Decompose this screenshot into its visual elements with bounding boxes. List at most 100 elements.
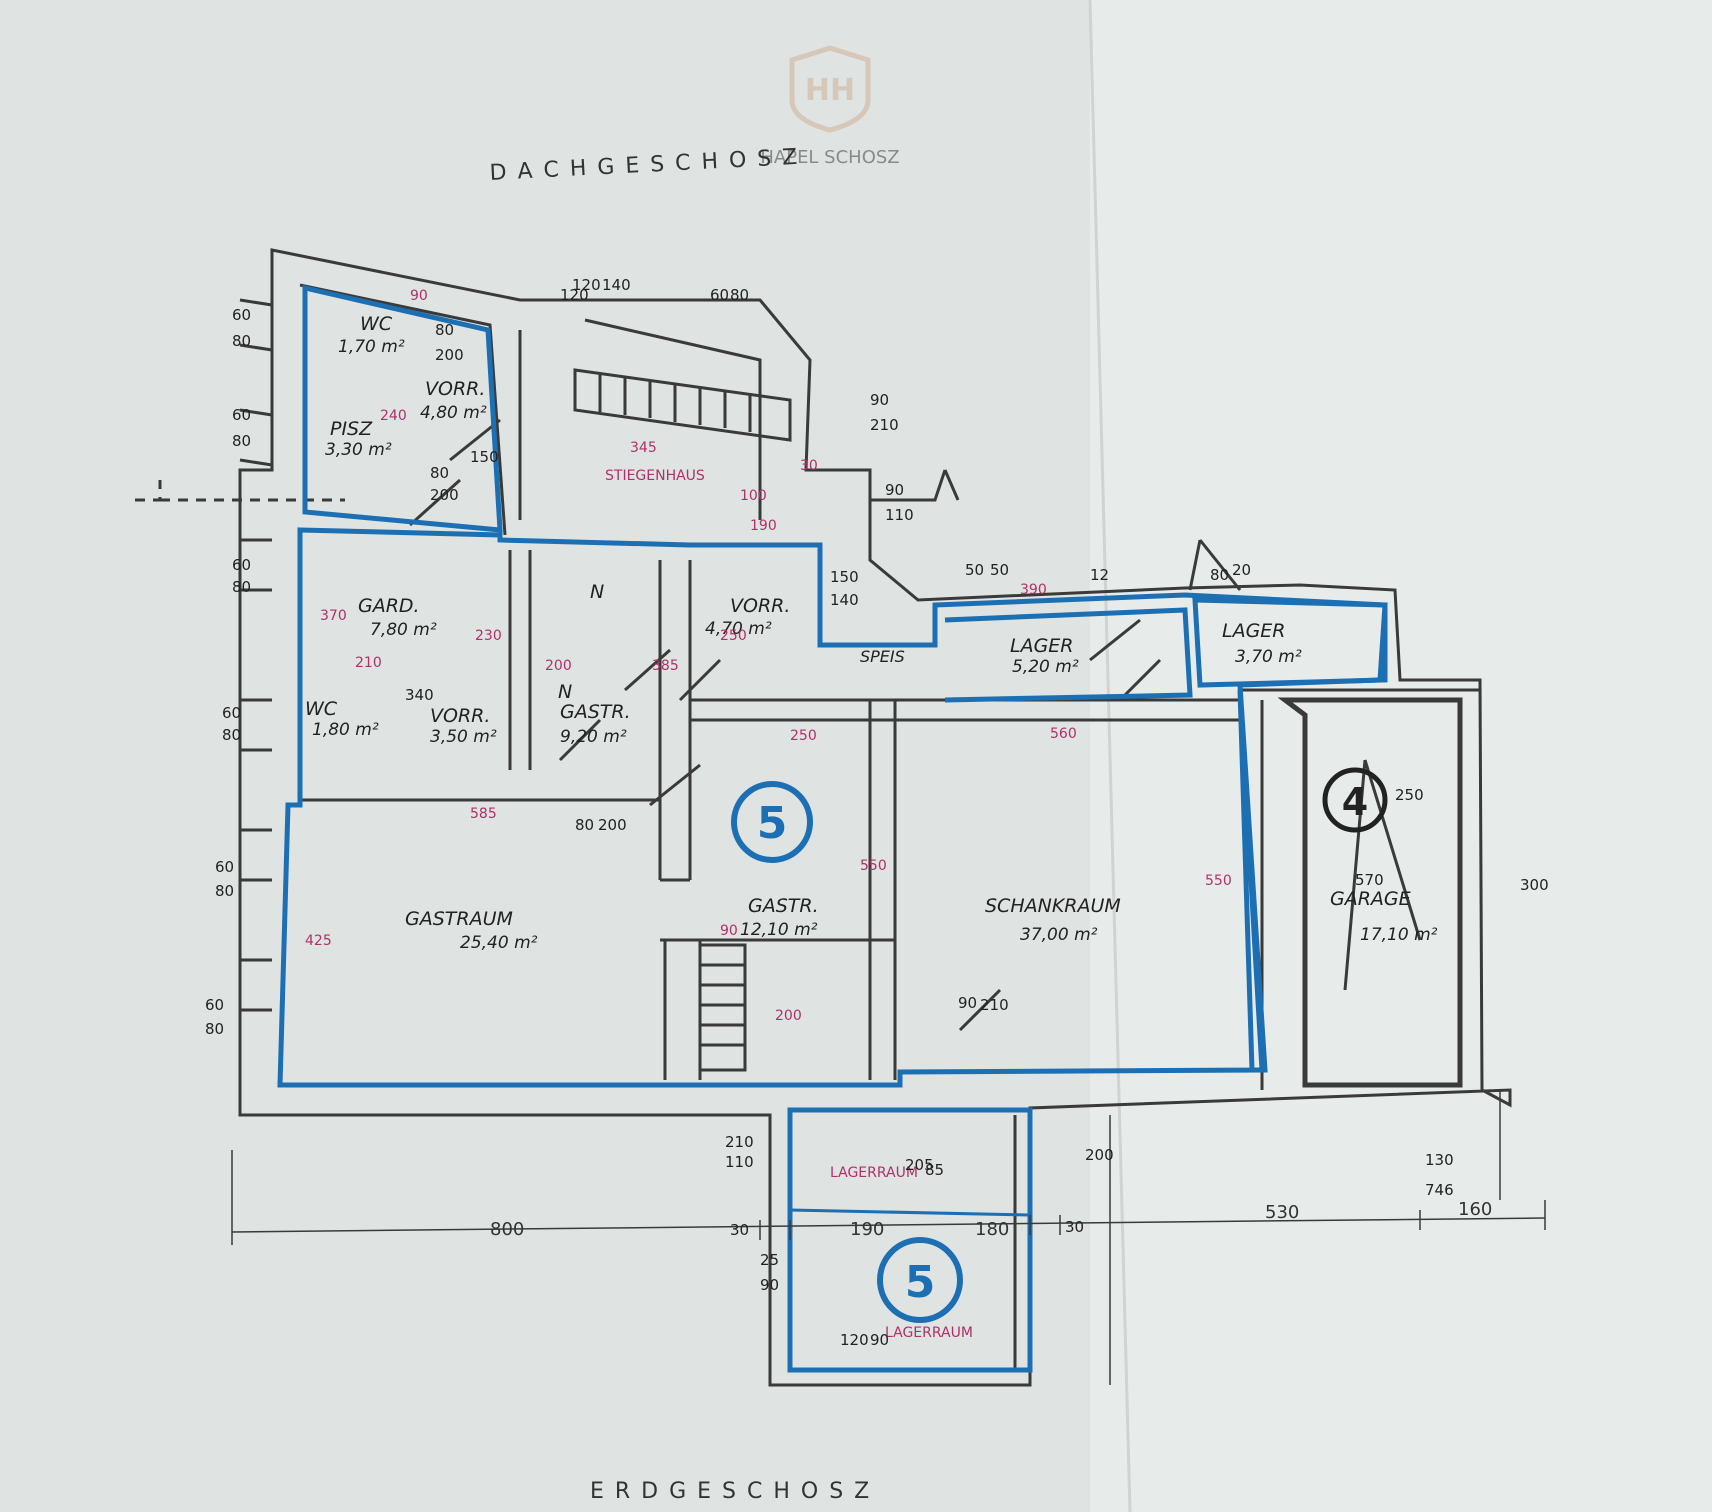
dim-label: 150 [830, 568, 859, 586]
room-area: 4,80 m² [420, 403, 487, 423]
dim-label: 60 [710, 286, 729, 304]
dim-label: 120 [572, 276, 601, 294]
paper-fold-right [1090, 0, 1712, 1512]
unit-badge-5-main: 5 [731, 781, 813, 863]
dim-label: 110 [725, 1153, 754, 1171]
dim-label: 100 [740, 488, 767, 504]
dim-label: 200 [545, 658, 572, 674]
room-area: 7,80 m² [370, 620, 437, 640]
dim-label: 120 [560, 286, 589, 304]
dim-label: 190 [750, 518, 777, 534]
dim-label: 300 [1520, 876, 1549, 894]
room-name: VORR. [730, 595, 790, 617]
dim-label: 12 [1090, 566, 1109, 584]
dim-window: 60 [205, 996, 224, 1014]
dim-label: 90 [410, 288, 428, 304]
dim-label: 110 [885, 506, 914, 524]
dim-label: 385 [652, 658, 679, 674]
window-dimension-labels: 60 80 60 80 60 80 60 80 60 80 60 80 [205, 306, 251, 1038]
watermark-text: HAPEL SCHOSZ [760, 147, 899, 168]
dim-label: 345 [630, 440, 657, 456]
paper-fold-line [1088, 0, 1132, 1512]
dim-label: 90 [760, 1276, 779, 1294]
dim-label: 85 [925, 1161, 944, 1179]
dim-label: 390 [1020, 582, 1047, 598]
dim-label: 585 [470, 806, 497, 822]
dim-label: 140 [830, 591, 859, 609]
dim-label: 50 [965, 561, 984, 579]
dim-label: 210 [870, 416, 899, 434]
dimension-labels: 800 30 190 180 30 530 160 [490, 1199, 1492, 1240]
room-area: 12,10 m² [740, 920, 818, 940]
room-area: 1,70 m² [338, 337, 405, 357]
dim-label: 250 [1395, 786, 1424, 804]
room-name: VORR. [430, 705, 490, 727]
dim-window: 60 [215, 858, 234, 876]
unit-badge-4-garage: 4 [1322, 767, 1388, 833]
dim-label: 200 [598, 816, 627, 834]
dim-bottom: 160 [1458, 1199, 1492, 1220]
dim-label: 550 [1205, 873, 1232, 889]
dim-label: 140 [602, 276, 631, 294]
dim-label: 90 [885, 481, 904, 499]
dim-label: 90 [720, 923, 738, 939]
dim-label: 80 [435, 321, 454, 339]
room-name: WC [305, 698, 338, 720]
room-area: 17,10 m² [1360, 925, 1438, 945]
room-name: GASTRAUM [405, 908, 513, 930]
svg-text:HH: HH [805, 73, 855, 108]
room-area: 3,30 m² [325, 440, 392, 460]
dim-window: 80 [232, 332, 251, 350]
dim-bottom: 800 [490, 1219, 524, 1240]
dim-bottom: 30 [1065, 1218, 1084, 1236]
room-name: GASTR. [748, 895, 819, 917]
dim-label: 200 [1085, 1146, 1114, 1164]
dim-label: 340 [405, 686, 434, 704]
room-name: LAGERRAUM [885, 1325, 973, 1341]
dim-label: 210 [355, 655, 382, 671]
dim-label: 210 [725, 1133, 754, 1151]
room-name: VORR. [425, 378, 485, 400]
dim-label: 570 [1355, 871, 1384, 889]
dim-label: 250 [790, 728, 817, 744]
dim-bottom: 30 [730, 1221, 749, 1239]
unit-badge-5-storage: 5 [877, 1237, 963, 1323]
dim-label: 130 [1425, 1151, 1454, 1169]
room-name: GASTR. [560, 701, 631, 723]
svg-text:5: 5 [905, 1257, 936, 1308]
room-name: SCHANKRAUM [985, 895, 1121, 917]
dim-label: 200 [430, 486, 459, 504]
dim-label: 425 [305, 933, 332, 949]
dim-label: 746 [1425, 1181, 1454, 1199]
dim-label: 250 [720, 628, 747, 644]
dim-window: 80 [222, 726, 241, 744]
room-name: LAGERRAUM [830, 1165, 918, 1181]
dim-label: 550 [860, 858, 887, 874]
heading-bottom: E R D G E S C H O S Z [590, 1479, 871, 1504]
dim-label: 370 [320, 608, 347, 624]
dim-window: 80 [205, 1020, 224, 1038]
dim-label: 20 [1232, 561, 1251, 579]
room-area: 3,70 m² [1235, 647, 1302, 667]
room-name: GARAGE [1330, 888, 1411, 910]
room-area: 3,50 m² [430, 727, 497, 747]
dim-label: 560 [1050, 726, 1077, 742]
dim-label: 200 [775, 1008, 802, 1024]
dim-label: 80 [1210, 566, 1229, 584]
dim-label: 200 [435, 346, 464, 364]
dim-window: 60 [232, 406, 251, 424]
svg-text:5: 5 [757, 798, 788, 849]
dimension-lines [231, 1090, 1546, 1385]
room-name: SPEIS [860, 647, 905, 666]
room-name: WC [360, 313, 393, 335]
watermark-logo: HH [789, 45, 871, 133]
dim-label: 30 [800, 458, 818, 474]
dim-window: 60 [232, 556, 251, 574]
dim-bottom: 530 [1265, 1202, 1299, 1223]
dim-label: 90 [870, 391, 889, 409]
dim-label: 240 [380, 408, 407, 424]
dim-label: 90 [870, 1331, 889, 1349]
room-name: LAGER [1010, 635, 1074, 657]
